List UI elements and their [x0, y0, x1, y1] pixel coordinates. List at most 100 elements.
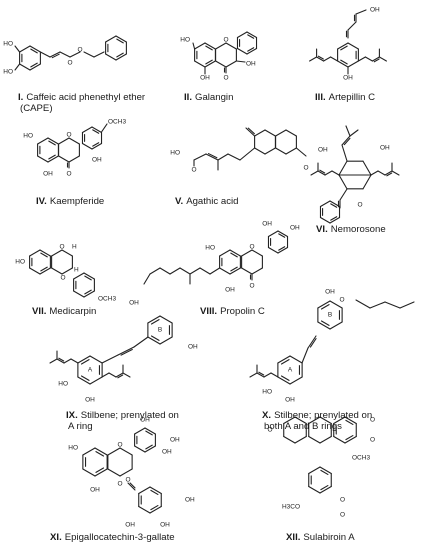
atom-label: HO — [15, 259, 25, 266]
bond — [29, 45, 41, 53]
atom-label: OH — [43, 171, 53, 178]
bond — [147, 336, 161, 345]
bond — [384, 301, 401, 309]
bond — [91, 126, 103, 134]
bond — [37, 137, 49, 145]
bond — [91, 142, 103, 150]
bond — [310, 170, 319, 176]
bond — [341, 135, 351, 146]
bond — [316, 56, 325, 62]
atom-label: B — [328, 312, 332, 319]
bond — [219, 249, 231, 257]
atom-label: OH — [225, 287, 235, 294]
bond — [205, 45, 213, 51]
caption-numeral: IX. — [66, 410, 78, 421]
bond — [275, 129, 287, 137]
bond — [56, 358, 65, 364]
atom-label: H3CO — [282, 504, 300, 511]
bond — [246, 47, 258, 55]
bond — [317, 300, 331, 309]
bond — [267, 246, 279, 254]
bond — [48, 140, 56, 146]
bond — [308, 416, 321, 425]
bond — [68, 155, 80, 163]
bond — [119, 447, 133, 456]
bond — [229, 249, 241, 257]
bond — [329, 216, 341, 224]
bond — [275, 147, 287, 155]
caption-VI: VI.Nemorosone — [316, 224, 386, 235]
bond — [267, 230, 279, 238]
bond — [247, 47, 255, 52]
bond — [95, 451, 105, 457]
atom-label: OH — [185, 497, 195, 504]
bond — [30, 48, 38, 54]
bond — [107, 468, 121, 477]
bond — [39, 267, 51, 275]
caption-name: Sulabiroin A — [303, 532, 355, 543]
bond — [377, 170, 386, 176]
bond — [295, 147, 307, 157]
bond — [225, 60, 237, 68]
caption-name: Kaempferide — [49, 196, 105, 207]
bond — [317, 170, 326, 176]
bond — [105, 35, 117, 43]
bond — [133, 336, 149, 348]
bond — [277, 230, 289, 238]
bond — [94, 468, 108, 477]
bond — [169, 267, 181, 275]
bond — [317, 55, 324, 60]
bond — [309, 338, 317, 348]
atom-label: OH — [188, 344, 198, 351]
atom-label: OH — [325, 289, 335, 296]
atom-label: A — [88, 367, 93, 374]
bond — [371, 56, 380, 62]
bond — [49, 358, 58, 364]
bond — [92, 142, 100, 147]
caption-numeral: VIII. — [200, 306, 218, 317]
caption-V: V.Agathic acid — [175, 196, 238, 207]
bond — [129, 482, 136, 489]
atom-label: O — [117, 481, 122, 488]
bond — [294, 416, 307, 425]
atom-label: O — [66, 132, 71, 139]
bond — [81, 126, 93, 134]
bond — [337, 42, 349, 50]
bond — [357, 56, 366, 62]
bond — [317, 321, 331, 330]
bond — [205, 153, 219, 161]
caption-X: X.Stilbene; prenylated on both A and B r… — [262, 410, 372, 432]
bond — [236, 31, 248, 39]
atom-label: HO — [180, 37, 190, 44]
bond — [331, 170, 340, 176]
atom-label: OH — [125, 522, 135, 529]
caption-name: Epigallocatechin-3-gallate — [64, 532, 175, 543]
bond — [256, 372, 265, 378]
caption-XI: XI.Epigallocatechin-3-gallate — [50, 532, 175, 543]
bond — [345, 419, 354, 425]
bond — [83, 51, 95, 58]
bond — [333, 435, 346, 444]
atom-label: OH — [90, 487, 100, 494]
bond — [249, 372, 258, 378]
bond — [270, 372, 279, 378]
atom-label: OH — [370, 7, 380, 14]
bond — [364, 56, 373, 62]
bond — [82, 468, 96, 477]
bond — [199, 267, 211, 275]
atom-label: OH — [170, 437, 180, 444]
bond — [320, 304, 330, 310]
caption-name-line2: (CAPE) — [20, 103, 53, 114]
atom-label: OH — [92, 157, 102, 164]
bond — [285, 147, 297, 155]
bond — [51, 249, 63, 257]
caption-numeral: V. — [175, 196, 184, 207]
bond — [63, 358, 72, 364]
bond — [92, 129, 100, 134]
bond — [116, 38, 124, 44]
bond — [70, 358, 79, 364]
bond — [355, 9, 367, 15]
bond — [83, 272, 95, 280]
bond — [39, 51, 51, 58]
